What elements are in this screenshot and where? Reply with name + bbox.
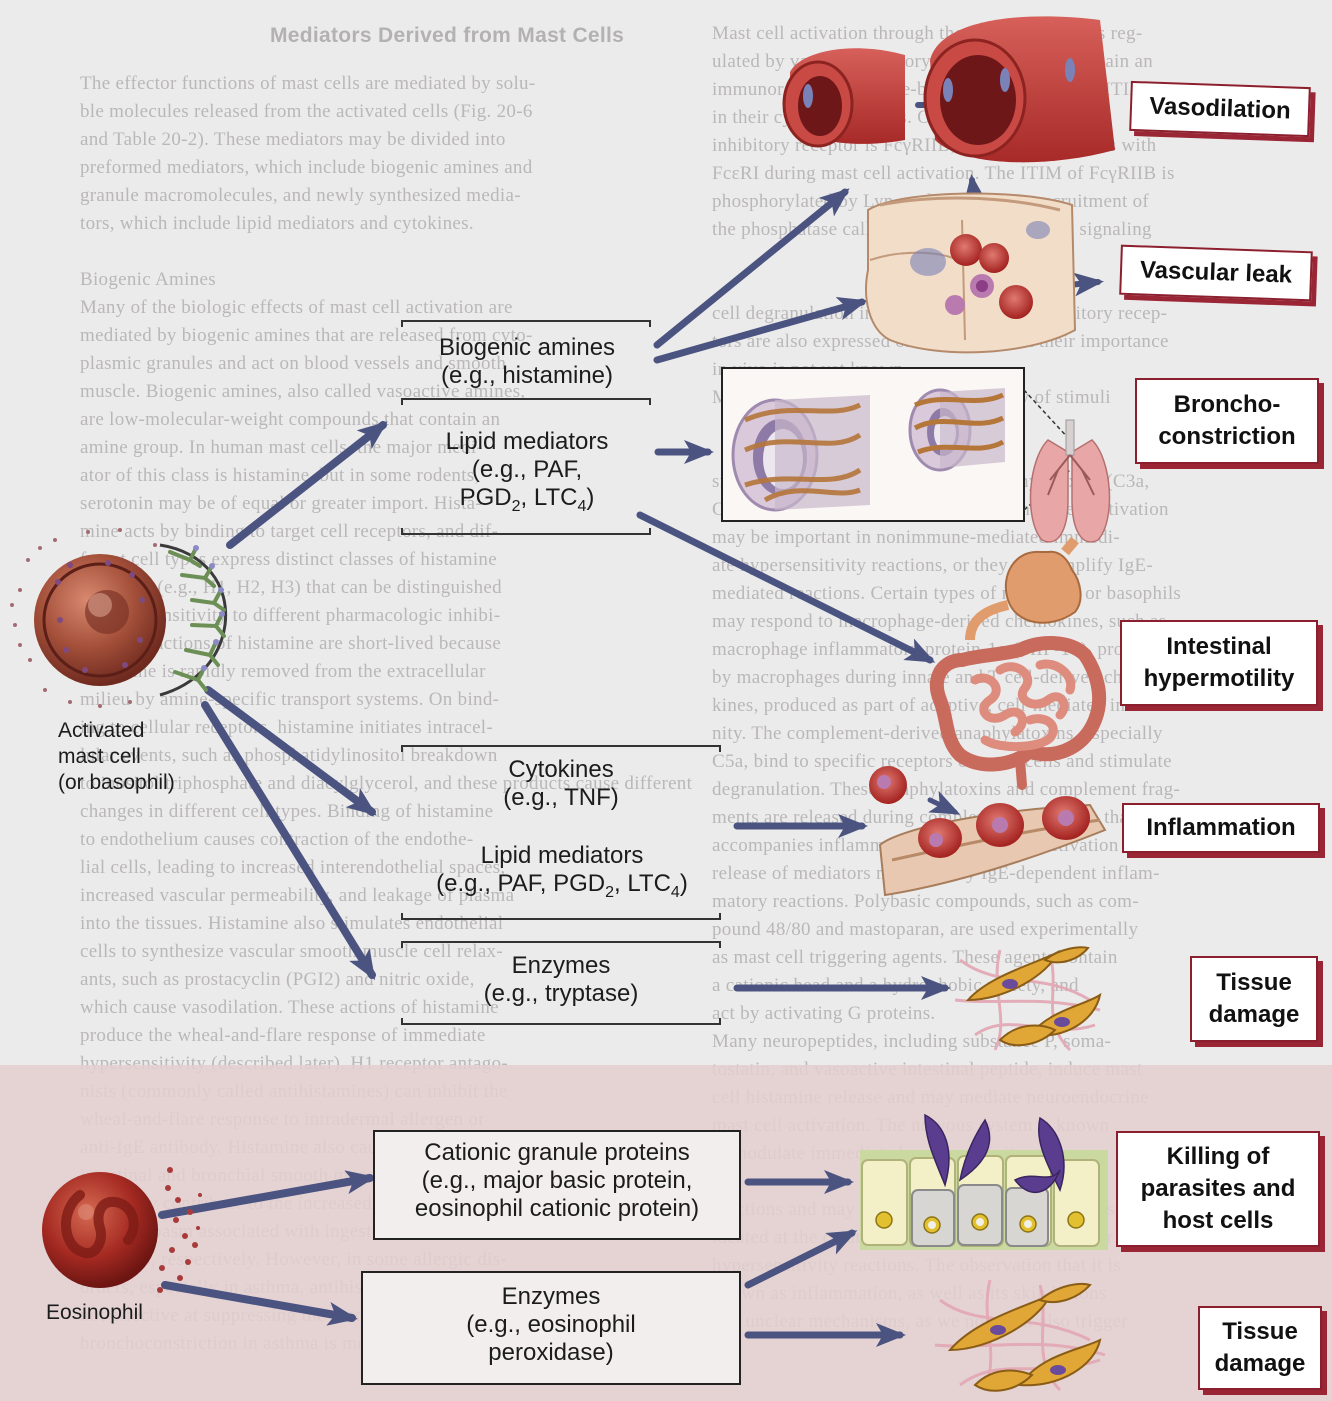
killing-label-2: parasites and xyxy=(1141,1173,1296,1205)
mast-label-line-2: mast cell xyxy=(58,744,175,770)
enzymes-eos-example-2: peroxidase) xyxy=(362,1339,740,1367)
killing-label-3: host cells xyxy=(1163,1205,1274,1237)
arrow-mast-to-lipid xyxy=(230,425,383,545)
effect-killing-parasites: Killing of parasites and host cells xyxy=(1116,1131,1320,1247)
effect-tissue-damage-2: Tissue damage xyxy=(1198,1306,1322,1390)
intestinal-label-1: Intestinal xyxy=(1166,631,1271,663)
biogenic-example: (e.g., histamine) xyxy=(402,362,652,390)
enzymes-mast-title: Enzymes xyxy=(402,952,720,980)
mast-cell-label: Activated mast cell (or basophil) xyxy=(58,718,175,796)
lipid1-example-2: PGD2, LTC4) xyxy=(402,484,652,521)
broncho-label-2: constriction xyxy=(1158,421,1295,453)
vasodilation-illustration xyxy=(784,16,1115,162)
mediator-lipid-1: Lipid mediators (e.g., PAF, PGD2, LTC4) xyxy=(402,428,652,521)
arrow-amines-to-vasodilation xyxy=(657,192,845,345)
mast-cell-illustration xyxy=(10,528,226,708)
effect-vascular-leak: Vascular leak xyxy=(1119,245,1313,302)
mediator-cationic: Cationic granule proteins (e.g., major b… xyxy=(374,1139,740,1223)
effect-intestinal-hypermotility: Intestinal hypermotility xyxy=(1120,620,1318,706)
effect-inflammation: Inflammation xyxy=(1122,803,1320,853)
tissue-damage-illustration-1 xyxy=(955,947,1100,1050)
arrow-lipid-to-intestinal xyxy=(640,515,930,660)
lipid1-title: Lipid mediators xyxy=(402,428,652,456)
enzymes-mast-example: (e.g., tryptase) xyxy=(402,980,720,1008)
enzymes-eos-example-1: (e.g., eosinophil xyxy=(362,1311,740,1339)
bronchoconstriction-illustration xyxy=(722,368,1109,542)
mast-label-line-3: (or basophil) xyxy=(58,770,175,796)
effect-bronchoconstriction: Broncho- constriction xyxy=(1135,378,1319,464)
tissue-damage-2-label-1: Tissue xyxy=(1222,1316,1298,1348)
tissue-damage-2-label-2: damage xyxy=(1215,1348,1306,1380)
cationic-example-1: (e.g., major basic protein, xyxy=(374,1167,740,1195)
arrow-amines-to-leak xyxy=(657,302,862,360)
arrow-cell-migrate xyxy=(930,800,955,812)
broncho-label-1: Broncho- xyxy=(1174,389,1281,421)
mediator-cytokines: Cytokines (e.g., TNF) xyxy=(402,756,720,812)
vascular-leak-label: Vascular leak xyxy=(1139,254,1292,291)
enzymes-eos-title: Enzymes xyxy=(362,1283,740,1311)
inflammation-illustration xyxy=(869,766,1105,895)
lipid2-example: (e.g., PAF, PGD2, LTC4) xyxy=(392,870,732,907)
vasodilation-label: Vasodilation xyxy=(1149,91,1291,128)
biogenic-title: Biogenic amines xyxy=(402,334,652,362)
vascular-leak-illustration xyxy=(866,194,1075,353)
inflammation-label: Inflammation xyxy=(1146,812,1295,844)
mediator-enzymes-eos: Enzymes (e.g., eosinophil peroxidase) xyxy=(362,1283,740,1367)
effect-vasodilation: Vasodilation xyxy=(1129,81,1311,137)
eosinophil-label: Eosinophil xyxy=(46,1300,143,1326)
mediator-lipid-2: Lipid mediators (e.g., PAF, PGD2, LTC4) xyxy=(392,842,732,907)
mast-label-line-1: Activated xyxy=(58,718,175,744)
tissue-damage-1-label-1: Tissue xyxy=(1216,967,1292,999)
cytokines-title: Cytokines xyxy=(402,756,720,784)
mediator-brackets xyxy=(402,321,720,1024)
intestinal-label-2: hypermotility xyxy=(1144,663,1295,695)
killing-label-1: Killing of xyxy=(1167,1141,1270,1173)
cationic-title: Cationic granule proteins xyxy=(374,1139,740,1167)
effect-tissue-damage-1: Tissue damage xyxy=(1190,956,1318,1042)
cationic-example-2: eosinophil cationic protein) xyxy=(374,1195,740,1223)
cytokines-example: (e.g., TNF) xyxy=(402,784,720,812)
intestinal-illustration xyxy=(937,540,1099,785)
lipid1-example-1: (e.g., PAF, xyxy=(402,456,652,484)
lipid2-title: Lipid mediators xyxy=(392,842,732,870)
mediator-biogenic-amines: Biogenic amines (e.g., histamine) xyxy=(402,334,652,390)
tissue-damage-1-label-2: damage xyxy=(1209,999,1300,1031)
mediator-enzymes-mast: Enzymes (e.g., tryptase) xyxy=(402,952,720,1008)
